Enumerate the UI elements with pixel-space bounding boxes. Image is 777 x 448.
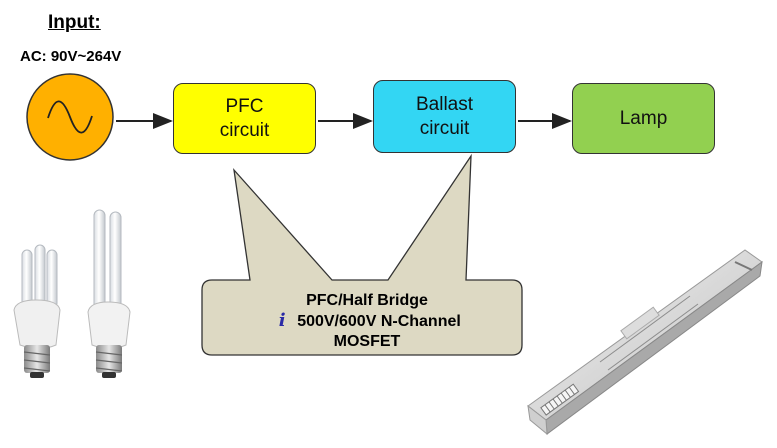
input-voltage-range: AC: 90V~264V [20, 48, 122, 65]
ac-source [26, 73, 114, 161]
input-title: Input: [48, 12, 101, 33]
callout-line-2-row: i 500V/600V N-Channel [212, 311, 522, 332]
electronic-ballast-icon [527, 249, 763, 436]
sine-wave-icon [47, 100, 93, 134]
ballast-circuit-block: Ballast circuit [373, 80, 516, 153]
mosfet-callout-text: PFC/Half Bridge i 500V/600V N-Channel MOS… [212, 291, 522, 352]
brand-logo-icon: i [278, 310, 286, 331]
cfl-bulb-short-icon [13, 244, 61, 378]
mosfet-callout-shape [201, 153, 523, 356]
callout-line-3: MOSFET [333, 333, 401, 350]
callout-line-1: PFC/Half Bridge [306, 292, 428, 309]
pfc-circuit-block: PFC circuit [173, 83, 316, 154]
lamp-block: Lamp [572, 83, 715, 154]
cfl-bulb-tall-icon [87, 209, 131, 378]
callout-line-2: 500V/600V N-Channel [297, 313, 461, 330]
